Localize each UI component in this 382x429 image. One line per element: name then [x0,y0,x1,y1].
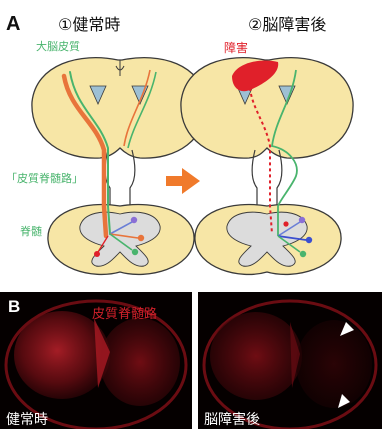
transition-arrow [166,168,200,194]
tract-label-micrograph: 皮質脊髄路 [92,306,157,322]
injury-diagram: 障害 [181,40,353,274]
panel-a-letter: A [6,13,20,35]
micrograph-injured: 脳障害後 [198,292,382,429]
panel-a: A ①健常時 ②脳障害後 [6,13,353,274]
healthy-brainstem [105,150,135,205]
healthy-brain [32,58,206,158]
healthy-diagram: 大脳皮質 「皮質脊髄路」 脊髄 [6,39,206,274]
micrograph-healthy: B 皮質脊髄路 健常時 [0,292,192,429]
label-damage: 障害 [224,40,248,55]
injury-title: ②脳障害後 [248,15,326,34]
caption-injured: 脳障害後 [204,412,260,428]
healthy-title: ①健常時 [58,15,120,34]
label-tract: 「皮質脊髄路」 [6,171,83,185]
label-spinal: 脊髄 [20,224,42,238]
panel-b: B 皮質脊髄路 健常時 脳障害後 [0,292,382,429]
label-cortex: 大脳皮質 [36,39,80,53]
injury-brainstem [252,150,282,205]
panel-b-letter: B [8,297,20,316]
caption-healthy: 健常時 [6,412,48,428]
